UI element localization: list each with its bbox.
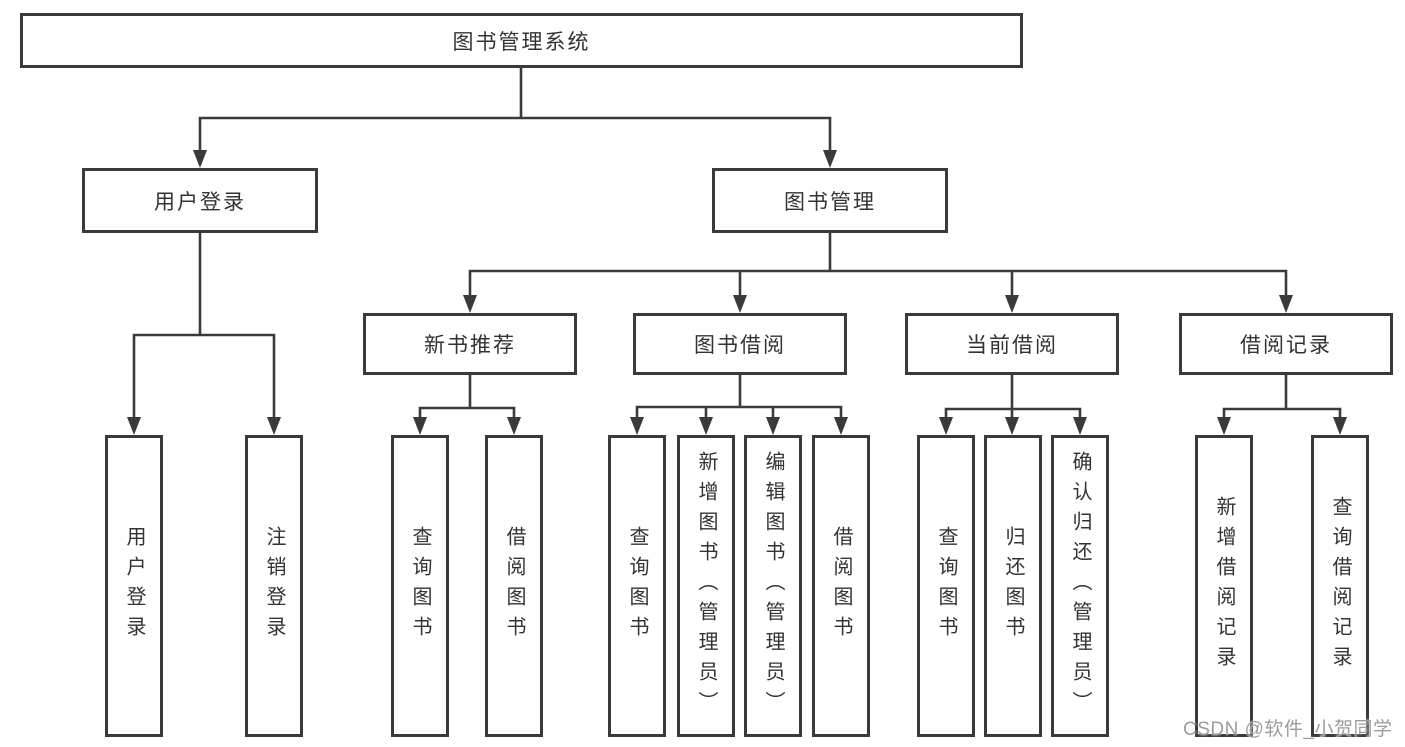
- leaf-records-query-record: 查询借阅记录: [1311, 435, 1369, 737]
- node-book-borrowing: 图书借阅: [633, 313, 847, 375]
- connector-newbook-to-leaves: [418, 373, 516, 423]
- node-book-management-label: 图书管理: [784, 190, 876, 214]
- leaf-newbook-borrow-books-label: 借阅图书: [503, 526, 525, 646]
- leaf-current-query-books-label: 查询图书: [935, 526, 957, 646]
- arrowheads: [127, 150, 1347, 435]
- leaf-logout-login: 注销登录: [245, 435, 303, 737]
- leaf-current-confirm-return-admin-label: 确认归还（管理员）: [1069, 451, 1091, 721]
- connector-records-to-leaves: [1222, 373, 1342, 423]
- leaf-borrowing-borrow-books: 借阅图书: [812, 435, 870, 737]
- node-book-management: 图书管理: [712, 168, 948, 233]
- connector-root-to-level2: [198, 66, 832, 155]
- leaf-logout-login-label: 注销登录: [263, 526, 285, 646]
- node-user-login: 用户登录: [82, 168, 318, 233]
- leaf-records-add-record-label: 新增借阅记录: [1213, 496, 1235, 676]
- connector-current-to-leaves: [944, 373, 1082, 423]
- node-current-borrowing: 当前借阅: [905, 313, 1119, 375]
- leaf-newbook-borrow-books: 借阅图书: [485, 435, 543, 737]
- leaf-borrowing-borrow-books-label: 借阅图书: [830, 526, 852, 646]
- connector-borrowing-to-leaves: [635, 373, 843, 423]
- node-root-label: 图书管理系统: [452, 30, 591, 54]
- node-new-book-recommendation-label: 新书推荐: [424, 334, 516, 357]
- leaf-user-login-label: 用户登录: [123, 526, 145, 646]
- leaf-user-login: 用户登录: [105, 435, 163, 737]
- node-current-borrowing-label: 当前借阅: [966, 334, 1058, 357]
- node-root: 图书管理系统: [20, 13, 1023, 68]
- node-borrowing-records-label: 借阅记录: [1240, 334, 1332, 357]
- node-new-book-recommendation: 新书推荐: [363, 313, 577, 375]
- csdn-watermark: CSDN @软件_小贺同学: [1183, 719, 1393, 740]
- leaf-current-return-books: 归还图书: [984, 435, 1042, 737]
- node-book-borrowing-label: 图书借阅: [694, 334, 786, 357]
- leaf-borrowing-add-books-admin-label: 新增图书（管理员）: [695, 451, 717, 721]
- leaf-borrowing-query-books: 查询图书: [608, 435, 666, 737]
- leaf-records-add-record: 新增借阅记录: [1195, 435, 1253, 737]
- leaf-borrowing-edit-books-admin: 编辑图书（管理员）: [744, 435, 802, 737]
- connector-bookmgmt-to-level3: [468, 231, 1288, 300]
- leaf-current-confirm-return-admin: 确认归还（管理员）: [1051, 435, 1109, 737]
- leaf-current-query-books: 查询图书: [917, 435, 975, 737]
- leaf-current-return-books-label: 归还图书: [1002, 526, 1024, 646]
- connector-userlogin-to-leaves: [132, 231, 276, 423]
- leaf-newbook-query-books-label: 查询图书: [409, 526, 431, 646]
- leaf-borrowing-add-books-admin: 新增图书（管理员）: [677, 435, 735, 737]
- node-borrowing-records: 借阅记录: [1179, 313, 1393, 375]
- leaf-newbook-query-books: 查询图书: [391, 435, 449, 737]
- leaf-records-query-record-label: 查询借阅记录: [1329, 496, 1351, 676]
- node-user-login-label: 用户登录: [154, 190, 246, 214]
- leaf-borrowing-query-books-label: 查询图书: [626, 526, 648, 646]
- leaf-borrowing-edit-books-admin-label: 编辑图书（管理员）: [762, 451, 784, 721]
